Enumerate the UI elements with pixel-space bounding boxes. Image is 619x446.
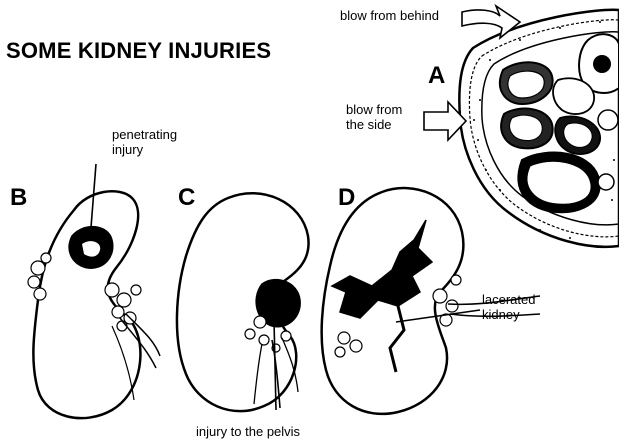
lacerated-line1: lacerated xyxy=(482,292,535,307)
lacerated-kidney-label: lacerated kidney xyxy=(482,292,535,322)
penetrating-line2: injury xyxy=(112,142,177,157)
blow-from-behind-label: blow from behind xyxy=(340,8,439,23)
kidney-b xyxy=(28,191,160,418)
blow-from-side-label: blow from the side xyxy=(346,102,402,132)
panel-letter-d: D xyxy=(338,184,355,212)
kidney-c xyxy=(177,193,309,411)
penetrating-line1: penetrating xyxy=(112,127,177,142)
page-title: SOME KIDNEY INJURIES xyxy=(6,38,271,64)
blow-from-side-line2: the side xyxy=(346,117,402,132)
panel-letter-a: A xyxy=(428,62,445,90)
lacerated-line2: kidney xyxy=(482,307,535,322)
penetrating-injury-label: penetrating injury xyxy=(112,127,177,157)
panel-letter-c: C xyxy=(178,184,195,212)
body-cross-section xyxy=(459,10,619,247)
blow-from-side-line1: blow from xyxy=(346,102,402,117)
injury-to-pelvis-label: injury to the pelvis xyxy=(196,424,300,439)
panel-letter-b: B xyxy=(10,184,27,212)
